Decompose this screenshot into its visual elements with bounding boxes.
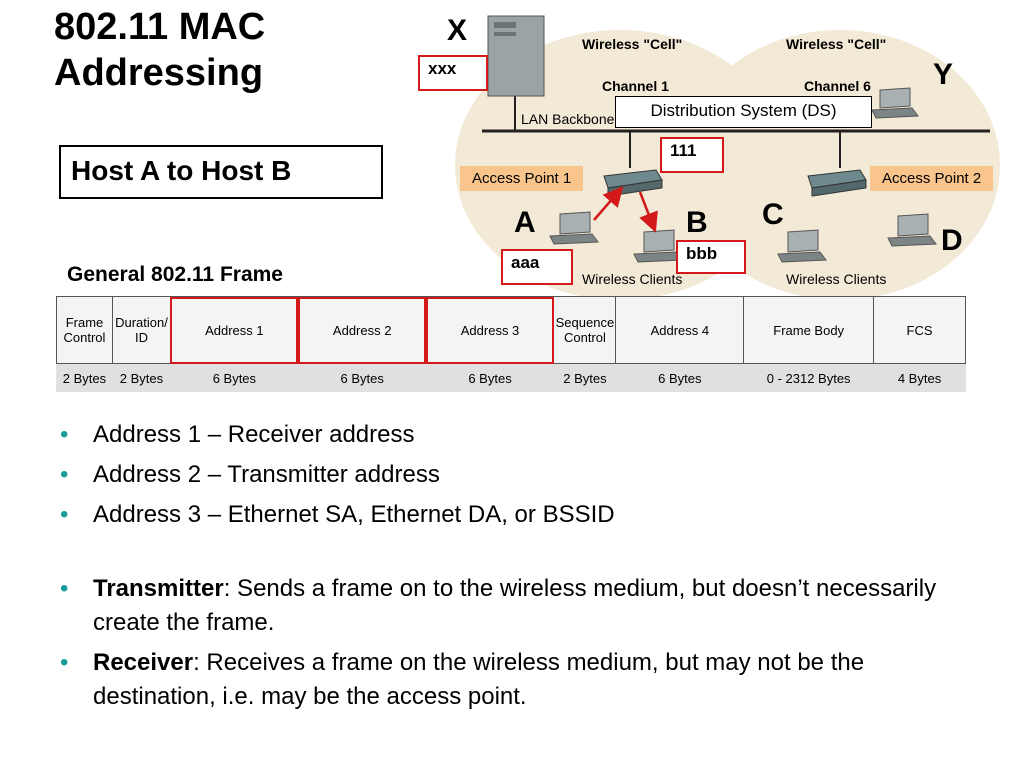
bullet-text: : Sends a frame on to the wireless mediu… — [93, 575, 937, 636]
frame-format-table: Frame Control Duration/ ID Address 1 Add… — [56, 296, 966, 392]
addr-a-box: aaa — [501, 249, 573, 285]
bullet-text: Address 1 – Receiver address — [93, 421, 415, 448]
size-address-4: 6 Bytes — [615, 363, 744, 392]
size-fcs: 4 Bytes — [873, 363, 966, 392]
label-x: X — [447, 14, 468, 47]
label-b: B — [686, 206, 708, 239]
field-address-3: Address 3 — [425, 296, 555, 364]
label-a: A — [514, 206, 536, 239]
slide-title: 802.11 MAC Addressing — [54, 6, 266, 94]
channel-label-left: Channel 1 — [602, 78, 669, 94]
bullet-bold: Receiver — [93, 649, 194, 676]
size-address-1: 6 Bytes — [170, 363, 299, 392]
cell-label-left: Wireless "Cell" — [582, 36, 683, 52]
clients-label-left: Wireless Clients — [582, 271, 683, 287]
field-duration-id: Duration/ ID — [111, 296, 171, 364]
laptop-icon — [549, 211, 599, 245]
addr-b-box: bbb — [676, 240, 746, 274]
frame-fields-row: Frame Control Duration/ ID Address 1 Add… — [56, 296, 966, 364]
distribution-system-box: Distribution System (DS) — [615, 96, 872, 128]
access-point-icon — [807, 169, 867, 197]
subtitle-box: Host A to Host B — [59, 145, 383, 199]
frame-heading: General 802.11 Frame — [67, 263, 283, 286]
bullet-item: • Address 2 – Transmitter address — [60, 458, 990, 492]
label-d: D — [941, 224, 963, 257]
addr-ap-box: 111 — [660, 137, 724, 173]
clients-label-right: Wireless Clients — [786, 271, 887, 287]
bullet-bold: Transmitter — [93, 575, 224, 602]
bullet-item: • Receiver: Receives a frame on the wirel… — [60, 646, 990, 714]
bullet-item: • Address 1 – Receiver address — [60, 418, 990, 452]
ap1-label: Access Point 1 — [460, 166, 584, 191]
field-address-2: Address 2 — [297, 296, 427, 364]
label-y: Y — [933, 58, 954, 91]
size-frame-control: 2 Bytes — [56, 363, 113, 392]
bullet-text: Address 3 – Ethernet SA, Ethernet DA, or… — [93, 501, 615, 528]
addr-x-box: xxx — [418, 55, 488, 91]
bullet-dot-icon: • — [60, 649, 69, 676]
server-icon — [487, 15, 545, 97]
label-c: C — [762, 198, 784, 231]
bullet-item: • Address 3 – Ethernet SA, Ethernet DA, o… — [60, 498, 990, 532]
field-frame-body: Frame Body — [743, 296, 875, 364]
laptop-icon — [887, 213, 937, 247]
bullet-dot-icon: • — [60, 461, 69, 488]
bullet-item: • Transmitter: Sends a frame on to the wi… — [60, 572, 990, 640]
network-diagram: X xxx Y Wireless "Cell" Wireless "Cell" … — [390, 0, 1024, 300]
frame-sizes-row: 2 Bytes 2 Bytes 6 Bytes 6 Bytes 6 Bytes … — [56, 363, 966, 392]
arrow-a-to-ap — [593, 186, 624, 221]
ap2-label: Access Point 2 — [870, 166, 994, 191]
bullet-dot-icon: • — [60, 421, 69, 448]
size-frame-body: 0 - 2312 Bytes — [743, 363, 874, 392]
bullet-text: : Receives a frame on the wireless mediu… — [93, 649, 865, 710]
lan-backbone-label: LAN Backbone — [521, 111, 615, 127]
size-duration-id: 2 Bytes — [112, 363, 171, 392]
laptop-icon — [871, 87, 919, 119]
size-address-3: 6 Bytes — [426, 363, 554, 392]
field-sequence-control: Sequence Control — [553, 296, 617, 364]
bullet-list: • Address 1 – Receiver address • Address 2… — [60, 418, 990, 720]
size-sequence-control: 2 Bytes — [553, 363, 616, 392]
bullet-dot-icon: • — [60, 501, 69, 528]
channel-label-right: Channel 6 — [804, 78, 871, 94]
laptop-icon — [777, 229, 827, 263]
bullet-dot-icon: • — [60, 575, 69, 602]
cell-label-right: Wireless "Cell" — [786, 36, 887, 52]
arrow-ap-to-b — [638, 191, 658, 233]
field-address-1: Address 1 — [169, 296, 299, 364]
size-address-2: 6 Bytes — [298, 363, 427, 392]
field-frame-control: Frame Control — [56, 296, 113, 364]
field-fcs: FCS — [873, 296, 966, 364]
field-address-4: Address 4 — [615, 296, 745, 364]
bullet-text: Address 2 – Transmitter address — [93, 461, 440, 488]
